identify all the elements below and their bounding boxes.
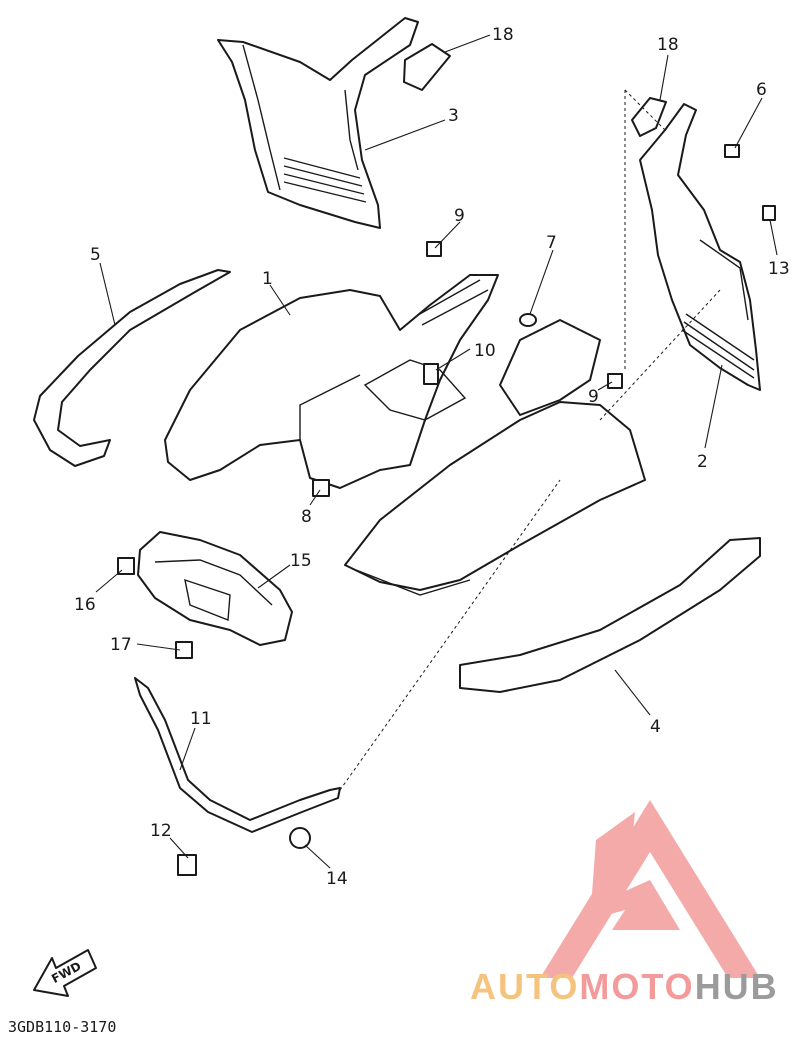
- callout-18-left: 18: [492, 25, 514, 45]
- leader-1: [269, 284, 291, 316]
- callout-5: 5: [90, 245, 101, 265]
- callout-4: 4: [650, 717, 661, 737]
- callout-9-left: 9: [454, 206, 465, 226]
- part-18-pad-left: [403, 43, 451, 91]
- part-9-screw-right: [607, 373, 623, 389]
- part-14-nut: [289, 827, 311, 849]
- callout-3: 3: [448, 106, 459, 126]
- leader-13: [769, 219, 778, 256]
- part-7-washer: [519, 313, 537, 327]
- callout-2: 2: [697, 452, 708, 472]
- callout-6: 6: [756, 80, 767, 100]
- part-13-screw: [762, 205, 776, 221]
- part-12-bolt: [177, 854, 197, 876]
- part-11-rod: [134, 677, 341, 833]
- callout-9-right: 9: [588, 387, 599, 407]
- leader-15: [257, 564, 291, 589]
- part-6-bolt: [724, 144, 740, 158]
- leader-3: [364, 119, 446, 151]
- leader-16: [95, 569, 123, 593]
- leader-2: [704, 364, 723, 449]
- leader-11: [179, 727, 196, 771]
- callout-1: 1: [262, 269, 273, 289]
- part-18-pad-right: [631, 97, 667, 137]
- callout-16: 16: [74, 595, 96, 615]
- leader-4: [614, 669, 651, 716]
- part-2-side-cover-right: [639, 103, 761, 391]
- part-15-bracket: [137, 531, 293, 646]
- fwd-arrow-icon: FWD: [33, 949, 97, 997]
- part-17-bolt: [175, 641, 193, 659]
- leader-5: [99, 262, 116, 326]
- part-8-bolt: [312, 479, 330, 497]
- front-fender: [344, 319, 646, 596]
- callout-14: 14: [326, 869, 348, 889]
- part-4-flap-front: [459, 537, 761, 693]
- part-5-mud-flap-left: [33, 269, 231, 467]
- leader-7: [529, 249, 554, 315]
- part-code-label: 3GDB110-3170: [8, 1018, 117, 1036]
- watermark-logo-icon: [540, 800, 760, 978]
- watermark-auto: AUTO: [470, 966, 580, 1007]
- leader-9-left: [434, 221, 461, 249]
- watermark-moto: MOTO: [579, 966, 695, 1007]
- part-1-rear-fender: [164, 274, 499, 489]
- leader-10: [435, 348, 471, 371]
- callout-10: 10: [474, 341, 496, 361]
- leader-14: [304, 844, 331, 869]
- callout-11: 11: [190, 709, 212, 729]
- leader-6: [734, 97, 763, 149]
- part-3-side-cover-left: [217, 17, 419, 229]
- callout-13: 13: [768, 259, 790, 279]
- leader-9-right: [597, 381, 613, 391]
- leader-18-left: [444, 34, 491, 53]
- leader-17: [136, 643, 181, 651]
- callout-17: 17: [110, 635, 132, 655]
- callout-7: 7: [546, 233, 557, 253]
- leader-18-right: [659, 54, 669, 101]
- watermark-text: AUTOMOTOHUB: [470, 966, 779, 1008]
- callout-8: 8: [301, 507, 312, 527]
- callout-18-right: 18: [657, 35, 679, 55]
- callout-12: 12: [150, 821, 172, 841]
- callout-15: 15: [290, 551, 312, 571]
- leader-8: [309, 489, 321, 506]
- leader-12: [169, 837, 189, 859]
- part-10-fitting: [423, 363, 439, 385]
- watermark-hub: HUB: [694, 966, 779, 1007]
